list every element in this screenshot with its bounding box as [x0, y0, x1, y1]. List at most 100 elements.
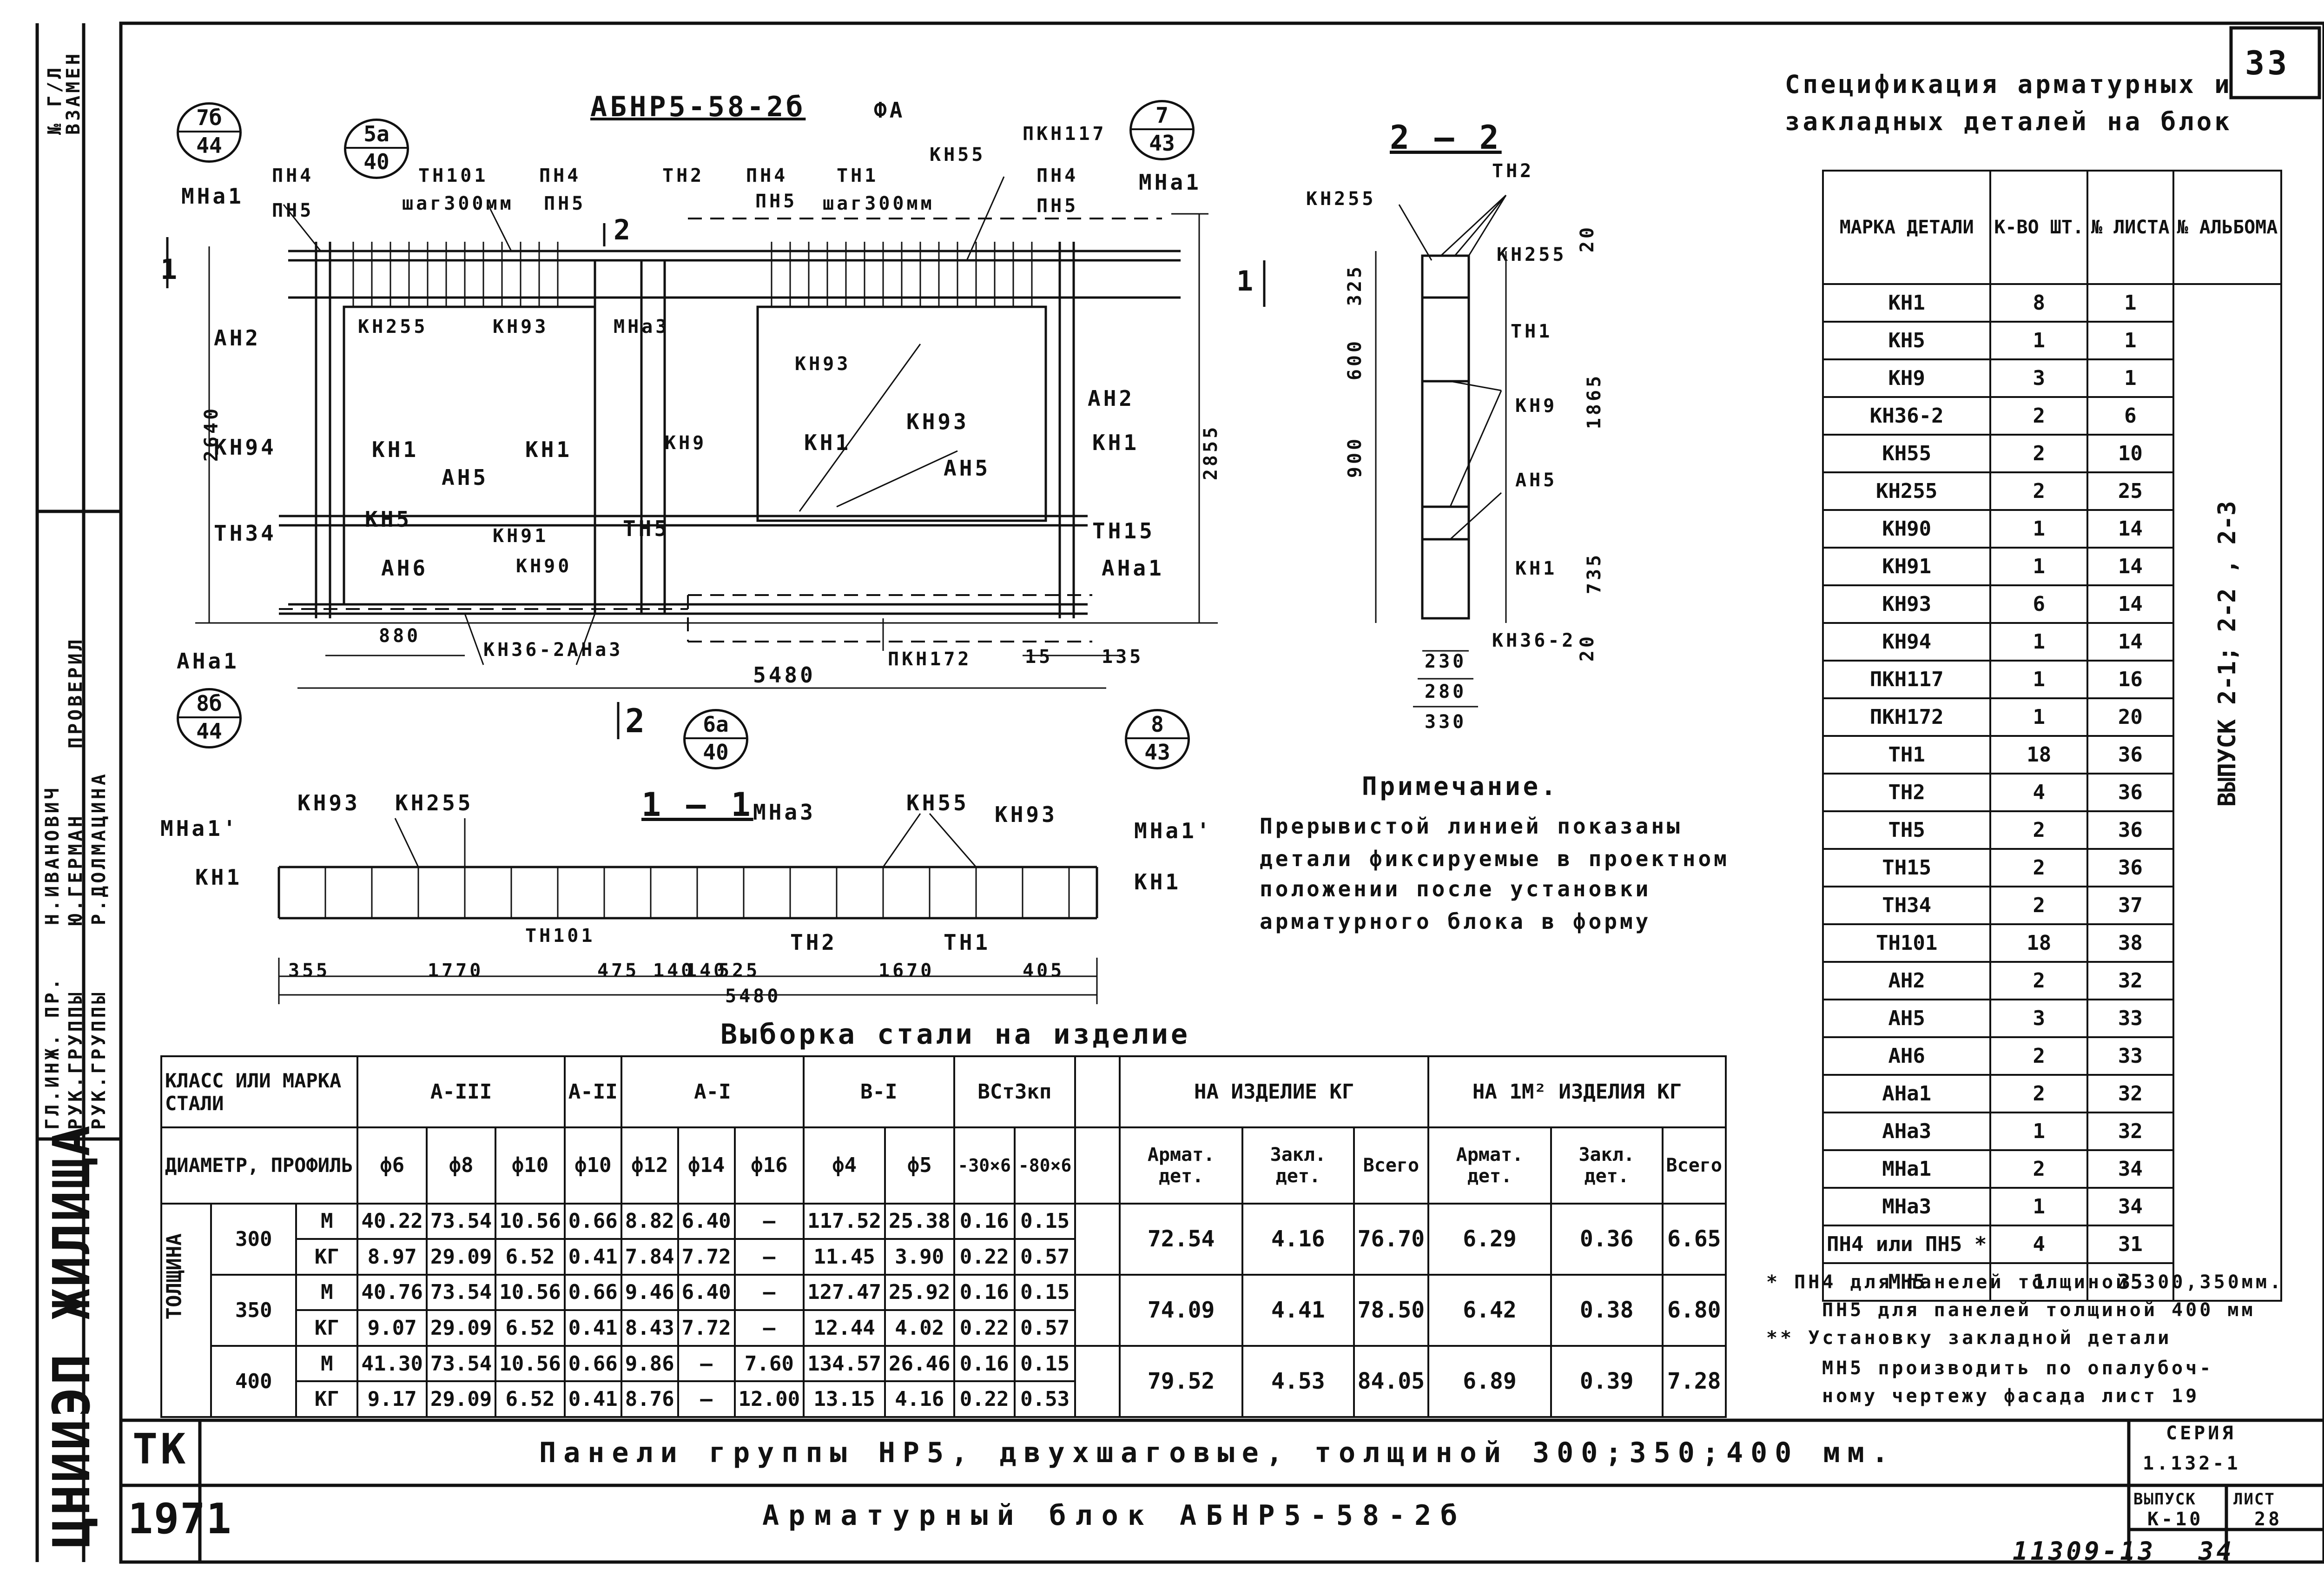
spec-cell-sheet: 32 — [2086, 1074, 2174, 1113]
sel-diam-f16: ф16 — [733, 1126, 805, 1205]
spec-album-text: ВЫПУСК 2-1; 2-2 , 2-3 — [2213, 501, 2241, 807]
s22-dim-280: 280 — [1425, 681, 1467, 702]
label-mna3: МНа3 — [614, 316, 670, 338]
spec-cell-qty: 2 — [1989, 886, 2089, 925]
label-tn15: ТН15 — [1092, 518, 1155, 543]
sel-diam-f12: ф12 — [620, 1126, 679, 1205]
sel-value-cell: 10.56 — [495, 1344, 566, 1383]
spec-cell-sheet: 1 — [2086, 358, 2174, 398]
sel-group-a1: А-I — [620, 1055, 805, 1129]
sel-value-cell: — — [677, 1344, 736, 1383]
sel-value-cell: — — [677, 1380, 736, 1418]
sel-value-cell: 8.97 — [357, 1238, 428, 1276]
spec-cell-sheet: 1 — [2086, 321, 2174, 360]
s22-label-kn255-b: КН255 — [1497, 244, 1567, 265]
sel-value-cell: 29.09 — [425, 1238, 497, 1276]
s22-dim-600: 600 — [1344, 338, 1366, 381]
approval-stamp: ГЛ.ИНЖ. ПР. РУК.ГРУППЫ РУК.ГРУППЫ Н.ИВАН… — [40, 516, 119, 1134]
dim-15: 15 — [1025, 646, 1053, 668]
sel-value-cell: 0.66 — [563, 1273, 622, 1311]
spec-cell-sheet: 32 — [2086, 961, 2174, 1000]
note-line-4: арматурного блока в форму — [1260, 909, 1651, 934]
spec-cell-qty: 1 — [1989, 547, 2089, 586]
spec-cell-sheet: 37 — [2086, 886, 2174, 925]
sel-value-cell: 0.15 — [1013, 1202, 1076, 1240]
spec-cell-qty: 2 — [1989, 961, 2089, 1000]
s11-label-mna1-right: МНа1' — [1134, 818, 1213, 843]
spec-cell-qty: 2 — [1989, 471, 2089, 511]
sel-diam-30x6: -30×6 — [953, 1126, 1016, 1205]
spec-cell-qty: 1 — [1989, 660, 2089, 699]
sel-gap-cell — [1074, 1273, 1121, 1347]
title-line-2: Арматурный блок АБНР5-58-2б — [762, 1499, 1467, 1532]
spec-cell-qty: 2 — [1989, 434, 2089, 473]
spec-cell-qty: 2 — [1989, 396, 2089, 436]
s11-label-mna3: МНа3 — [753, 800, 816, 825]
spec-cell-mark: ТН2 — [1822, 773, 1992, 812]
spec-cell-mark: КН90 — [1822, 509, 1992, 549]
s22-dim-20-top: 20 — [1577, 224, 1598, 253]
spec-cell-mark: ПКН172 — [1822, 697, 1992, 737]
label-mna1-left: МНа1 — [181, 184, 244, 209]
spec-cell-mark: ТН1 — [1822, 735, 1992, 775]
label-step-b: шаг300мм — [823, 193, 935, 214]
s22-label-kn36-2: КН36-2 — [1492, 630, 1576, 651]
spec-header-row: МАРКА ДЕТАЛИ К-ВО ШТ. № ЛИСТА № АЛЬБОМА — [1822, 170, 2283, 285]
seriya-value: 1.132-1 — [2143, 1453, 2241, 1474]
sel-sum-cell: 4.41 — [1241, 1273, 1355, 1347]
label-tn2: ТН2 — [662, 165, 705, 186]
sel-value-cell: 117.52 — [803, 1202, 886, 1240]
label-kn36-2: КН36-2 — [483, 639, 568, 661]
sel-sum-cell: 0.38 — [1550, 1273, 1664, 1347]
sel-value-cell: 4.16 — [884, 1380, 955, 1418]
s11-dim-355: 355 — [288, 960, 330, 981]
sel-value-cell: 8.82 — [620, 1202, 679, 1240]
spec-cell-qty: 1 — [1989, 1187, 2089, 1226]
spec-cell-sheet: 16 — [2086, 660, 2174, 699]
sel-value-cell: 9.86 — [620, 1344, 679, 1383]
sel-value-cell: 0.53 — [1013, 1380, 1076, 1418]
dim-2855: 2855 — [1200, 424, 1222, 481]
spec-cell-sheet: 20 — [2086, 697, 2174, 737]
label-ana3: АНа3 — [567, 639, 623, 661]
spec-title-line-2: закладных деталей на блок — [1785, 107, 2232, 136]
sel-diam-f5: ф5 — [884, 1126, 955, 1205]
section-mark-1-right: 1 — [1236, 265, 1256, 298]
label-pkn172: ПКН172 — [888, 649, 972, 670]
page-number: 34 — [2199, 1536, 2235, 1566]
vypusk-value: К-10 — [2147, 1509, 2204, 1530]
sel-diam-80x6: -80×6 — [1013, 1126, 1076, 1205]
spec-cell-mark: ТН34 — [1822, 886, 1992, 925]
sel-sum-cell: 0.36 — [1550, 1202, 1664, 1276]
sel-sum-cell: 76.70 — [1353, 1202, 1430, 1276]
label-tn1: ТН1 — [837, 165, 879, 186]
sel-value-cell: 8.76 — [620, 1380, 679, 1418]
provereno-label: ПРОВЕРИЛ — [65, 636, 86, 748]
spec-cell-sheet: 14 — [2086, 509, 2174, 549]
s11-dim-1670: 1670 — [878, 960, 935, 981]
sel-value-cell: 0.41 — [563, 1309, 622, 1347]
main-view-title: АБНР5-58-2б — [590, 91, 806, 123]
label-an2-right: АН2 — [1088, 386, 1135, 411]
sel-value-cell: 7.72 — [677, 1309, 736, 1347]
sel-sum-cell: 74.09 — [1119, 1273, 1243, 1347]
s22-dim-20-bottom: 20 — [1577, 633, 1598, 662]
year-mark: 1971 — [128, 1495, 232, 1543]
label-kn9: КН9 — [665, 432, 707, 454]
sel-diam-f14: ф14 — [677, 1126, 736, 1205]
label-kn94: КН94 — [214, 435, 277, 460]
sel-value-cell: 127.47 — [803, 1273, 886, 1311]
spec-cell-qty: 2 — [1989, 1149, 2089, 1189]
spec-cell-sheet: 14 — [2086, 584, 2174, 624]
spec-cell-mark: АН2 — [1822, 961, 1992, 1000]
